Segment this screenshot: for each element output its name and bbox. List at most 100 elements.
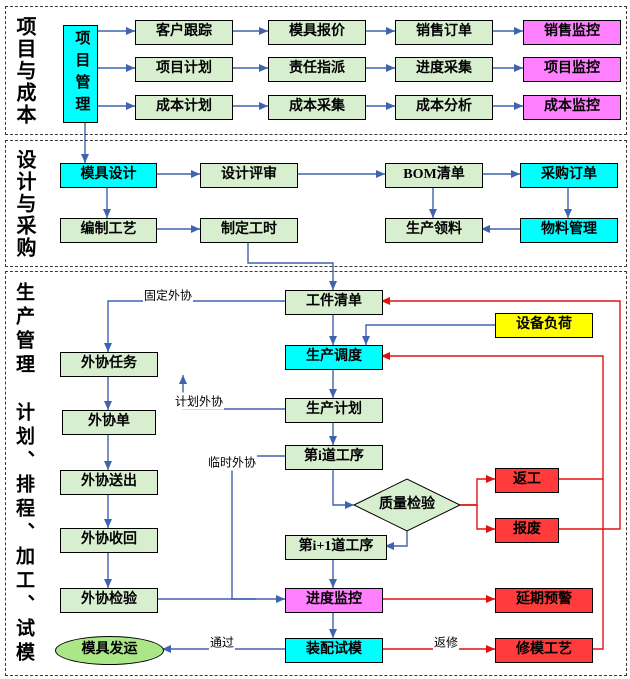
- node-mold-repair-label: 修模工艺: [516, 642, 572, 658]
- node-outsource-return-label: 外协收回: [81, 532, 137, 548]
- node-sales-monitor-label: 销售监控: [544, 24, 600, 40]
- node-customer-tracking-label: 客户跟踪: [156, 24, 212, 40]
- node-process-design-label: 编制工艺: [80, 222, 137, 238]
- node-project-monitor-label: 项目监控: [544, 61, 600, 77]
- node-rework: 返工: [495, 468, 559, 493]
- edge-work-hours-workpiece-list: [247, 241, 337, 290]
- node-purchase-order: 采购订单: [520, 163, 618, 188]
- node-outsource-order-label: 外协单: [88, 414, 130, 430]
- node-sales-order: 销售订单: [395, 20, 493, 45]
- node-bom-list: BOM清单: [385, 163, 483, 188]
- node-mold-repair: 修模工艺: [495, 638, 593, 663]
- node-mold-design-label: 模具设计: [80, 167, 137, 183]
- node-outsource-inspection-label: 外协检验: [81, 592, 137, 608]
- label-temp-outsource: 临时外协: [206, 453, 258, 471]
- node-project-mgmt-label: 项目管理: [73, 30, 90, 118]
- node-outsource-return: 外协收回: [60, 528, 158, 553]
- edge-quality-inspection-process-i-plus-1: [385, 531, 408, 550]
- section-project-cost: 项目与成本: [5, 6, 627, 135]
- section-production-label: 生产管理 计划、排程、加工、试模: [13, 281, 34, 666]
- node-production-plan-label: 生产计划: [306, 402, 362, 418]
- node-scrap-label: 报废: [513, 522, 541, 538]
- node-outsource-task: 外协任务: [60, 352, 158, 377]
- node-cost-plan: 成本计划: [135, 95, 233, 120]
- node-quality-inspection: 质量检验: [354, 479, 460, 531]
- node-material-requisition-label: 生产领料: [406, 222, 462, 238]
- node-material-mgmt: 物料管理: [520, 218, 618, 243]
- node-material-requisition: 生产领料: [385, 218, 483, 243]
- edge-mold-repair-production-dispatch: [381, 352, 604, 650]
- node-design-review: 设计评审: [200, 163, 298, 188]
- node-process-i: 第i道工序: [285, 445, 383, 470]
- section-project-cost-label: 项目与成本: [13, 15, 35, 126]
- node-progress-monitor-label: 进度监控: [306, 592, 362, 608]
- node-mold-quotation: 模具报价: [268, 20, 366, 45]
- node-mold-design: 模具设计: [60, 163, 157, 188]
- node-bom-list-label: BOM清单: [403, 167, 465, 183]
- section-design-procure-label: 设计与采购: [13, 148, 35, 259]
- edge-equipment-load-production-dispatch: [362, 324, 495, 345]
- node-process-i-plus-1: 第i+1道工序: [285, 535, 387, 560]
- node-progress-collect-label: 进度采集: [416, 61, 472, 77]
- node-outsource-order: 外协单: [62, 410, 156, 435]
- node-progress-collect: 进度采集: [395, 57, 493, 82]
- edge-quality-inspection-scrap: [460, 504, 495, 533]
- node-process-i-label: 第i道工序: [304, 449, 364, 465]
- node-rework-label: 返工: [513, 472, 541, 488]
- edge-process-i-quality-inspection: [332, 468, 354, 509]
- node-cost-analysis-label: 成本分析: [416, 99, 472, 115]
- section-design-procure: 设计与采购: [5, 140, 627, 267]
- node-mold-quotation-label: 模具报价: [289, 24, 345, 40]
- node-equipment-load: 设备负荷: [495, 313, 593, 338]
- node-purchase-order-label: 采购订单: [541, 167, 597, 183]
- node-outsource-sendout-label: 外协送出: [81, 474, 137, 490]
- node-production-plan: 生产计划: [285, 398, 383, 423]
- node-responsibility-assign-label: 责任指派: [289, 61, 345, 77]
- node-outsource-inspection: 外协检验: [60, 588, 158, 613]
- node-responsibility-assign: 责任指派: [268, 57, 366, 82]
- node-scrap: 报废: [495, 518, 559, 543]
- node-project-monitor: 项目监控: [523, 57, 621, 82]
- node-outsource-sendout: 外协送出: [60, 470, 158, 495]
- node-production-dispatch: 生产调度: [285, 345, 383, 370]
- node-cost-monitor: 成本监控: [523, 95, 621, 120]
- node-progress-monitor: 进度监控: [285, 588, 383, 613]
- section-production: 生产管理 计划、排程、加工、试模: [5, 271, 627, 676]
- label-fixed-outsource: 固定外协: [142, 286, 194, 304]
- edge-scrap-workpiece-list: [381, 297, 621, 530]
- node-cost-analysis: 成本分析: [395, 95, 493, 120]
- node-mold-shipment: 模具发运: [55, 636, 164, 665]
- node-process-design: 编制工艺: [60, 218, 157, 243]
- node-work-hours: 制定工时: [200, 218, 298, 243]
- node-material-mgmt-label: 物料管理: [541, 222, 597, 238]
- node-delay-warning: 延期预警: [495, 588, 593, 613]
- node-cost-collect: 成本采集: [268, 95, 366, 120]
- node-mold-shipment-label: 模具发运: [81, 642, 138, 658]
- node-sales-order-label: 销售订单: [416, 24, 472, 40]
- node-project-plan: 项目计划: [135, 57, 233, 82]
- edge-workpiece-list-outsource-task: [104, 300, 285, 352]
- node-cost-monitor-label: 成本监控: [544, 99, 600, 115]
- label-pass: 通过: [208, 633, 236, 651]
- node-equipment-load-label: 设备负荷: [516, 317, 572, 333]
- node-production-dispatch-label: 生产调度: [306, 349, 362, 365]
- node-process-i-plus-1-label: 第i+1道工序: [298, 539, 374, 555]
- node-outsource-task-label: 外协任务: [81, 356, 137, 372]
- node-design-review-label: 设计评审: [221, 167, 277, 183]
- node-project-plan-label: 项目计划: [156, 61, 212, 77]
- label-repair: 返修: [432, 633, 460, 651]
- node-workpiece-list-label: 工件清单: [306, 294, 362, 310]
- node-workpiece-list: 工件清单: [285, 290, 383, 315]
- edge-lines: [81, 27, 621, 653]
- node-cost-collect-label: 成本采集: [289, 99, 345, 115]
- node-delay-warning-label: 延期预警: [516, 592, 572, 608]
- node-work-hours-label: 制定工时: [221, 222, 277, 238]
- label-planned-outsource: 计划外协: [173, 392, 225, 410]
- node-assembly-trial-label: 装配试模: [306, 642, 362, 658]
- node-customer-tracking: 客户跟踪: [135, 20, 233, 45]
- node-project-mgmt: 项目管理: [63, 25, 98, 123]
- node-assembly-trial: 装配试模: [285, 638, 383, 663]
- node-cost-plan-label: 成本计划: [156, 99, 212, 115]
